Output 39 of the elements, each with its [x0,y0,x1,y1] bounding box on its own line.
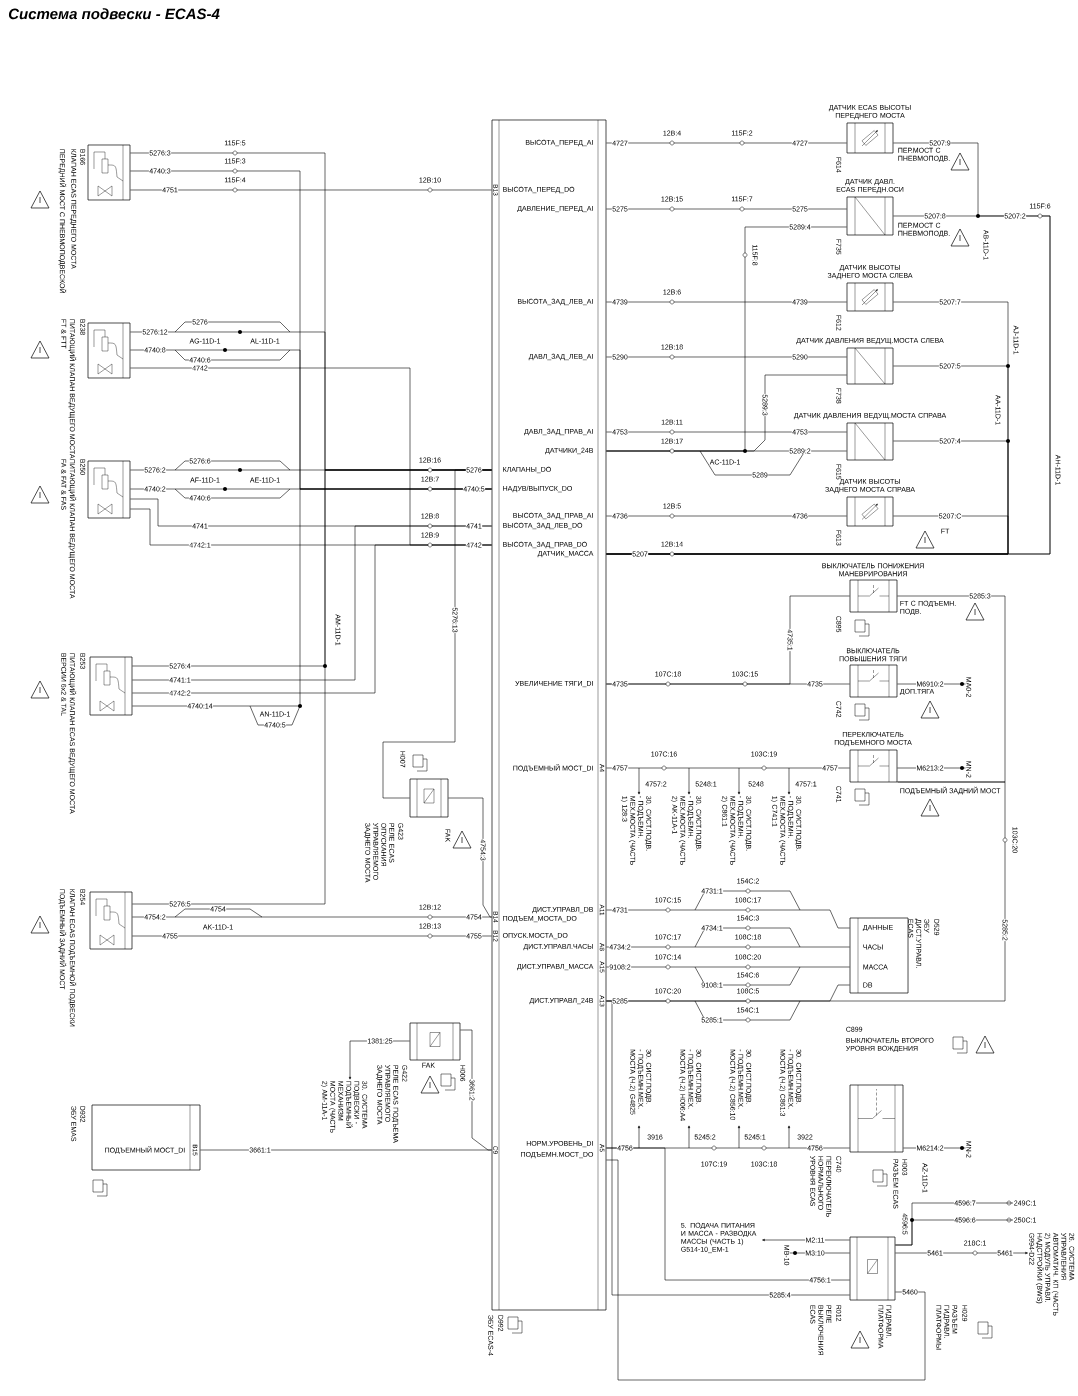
wire [606,1159,926,1381]
reference-arrow [687,767,691,795]
wire [606,515,1009,555]
reference-arrow [637,1125,641,1149]
wire [606,515,847,517]
reference-arrow [737,1125,741,1149]
reference-arrow [787,1125,791,1149]
wire [606,356,847,358]
wire [789,1252,850,1254]
reference-arrow [637,767,641,795]
wire [606,142,847,144]
wire [606,431,847,433]
wire [132,488,492,707]
wire [895,1219,1014,1246]
wire [382,469,492,799]
wire [132,916,492,918]
wire [606,301,847,303]
wire [606,966,850,968]
wire [606,1147,850,1281]
reference-arrow [762,1238,850,1242]
title: Система подвески - ECAS-4 [8,8,220,20]
reference-arrow [687,1125,691,1149]
wire [132,525,492,681]
wire [132,544,492,694]
wire [606,208,847,210]
reference-arrow [787,767,791,795]
wire [448,797,492,918]
wire [606,767,850,769]
wire [606,946,850,948]
wire [132,935,492,937]
reference-arrow [737,767,741,795]
wire [606,683,850,685]
wire [897,595,1006,783]
wire [606,1000,850,1296]
wire [200,1149,492,1151]
wire [606,450,847,452]
wire [606,909,850,929]
wire [130,189,492,191]
reference-arrow [895,1251,1028,1255]
